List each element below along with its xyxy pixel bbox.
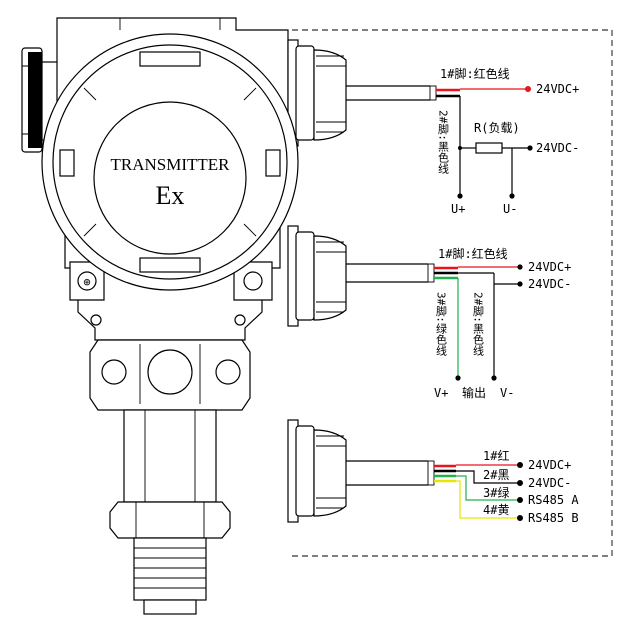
rs485-supply-neg: 24VDC-	[528, 476, 571, 490]
front-cover	[41, 33, 299, 291]
pressure-neck	[89, 339, 251, 615]
rs485-pin1-label: 1#红	[483, 448, 509, 463]
three-wire-section	[287, 225, 523, 381]
two-wire-meter-neg: U-	[503, 202, 517, 216]
three-wire-pin1-label: 1#脚:红色线	[438, 246, 508, 261]
transmitter-housing: ⊕ TRANSMITTER Ex	[21, 17, 347, 615]
load-resistor	[475, 142, 503, 154]
rs485-b-label: RS485 B	[528, 511, 579, 525]
terminal-24vdc-pos	[525, 86, 531, 92]
svg-text:⊕: ⊕	[83, 275, 90, 289]
three-wire-supply-neg: 24VDC-	[528, 277, 571, 291]
three-wire-supply-pos: 24VDC+	[528, 260, 571, 274]
two-wire-pin2-label: 2#脚:黑色线	[437, 110, 450, 174]
two-wire-load-label: R(负载)	[474, 121, 520, 135]
three-wire-vminus: V-	[500, 386, 514, 400]
right-cable-gland-top	[287, 39, 347, 147]
three-wire-pin2-label: 2#脚:黑色线	[472, 292, 485, 356]
three-wire-output: 输出	[462, 385, 486, 400]
rs485-pin4-label: 4#黄	[483, 503, 509, 517]
rs485-supply-pos: 24VDC+	[528, 458, 571, 472]
rs485-a-label: RS485 A	[528, 493, 579, 507]
two-wire-pin1-label: 1#脚:红色线	[440, 66, 510, 81]
three-wire-pin3-label: 3#脚:绿色线	[435, 292, 448, 356]
rs485-pin3-label: 3#绿	[483, 485, 509, 500]
two-wire-supply-pos: 24VDC+	[536, 82, 579, 96]
two-wire-supply-neg: 24VDC-	[536, 141, 579, 155]
wiring-frame	[292, 29, 613, 557]
three-wire-vplus: V+	[434, 386, 448, 400]
rs485-pin2-label: 2#黑	[483, 468, 509, 482]
device-title: TRANSMITTER	[111, 155, 231, 174]
rs485-section	[287, 419, 523, 523]
two-wire-section	[346, 85, 533, 199]
two-wire-meter-pos: U+	[451, 202, 465, 216]
device-ex-mark: Ex	[156, 181, 185, 210]
